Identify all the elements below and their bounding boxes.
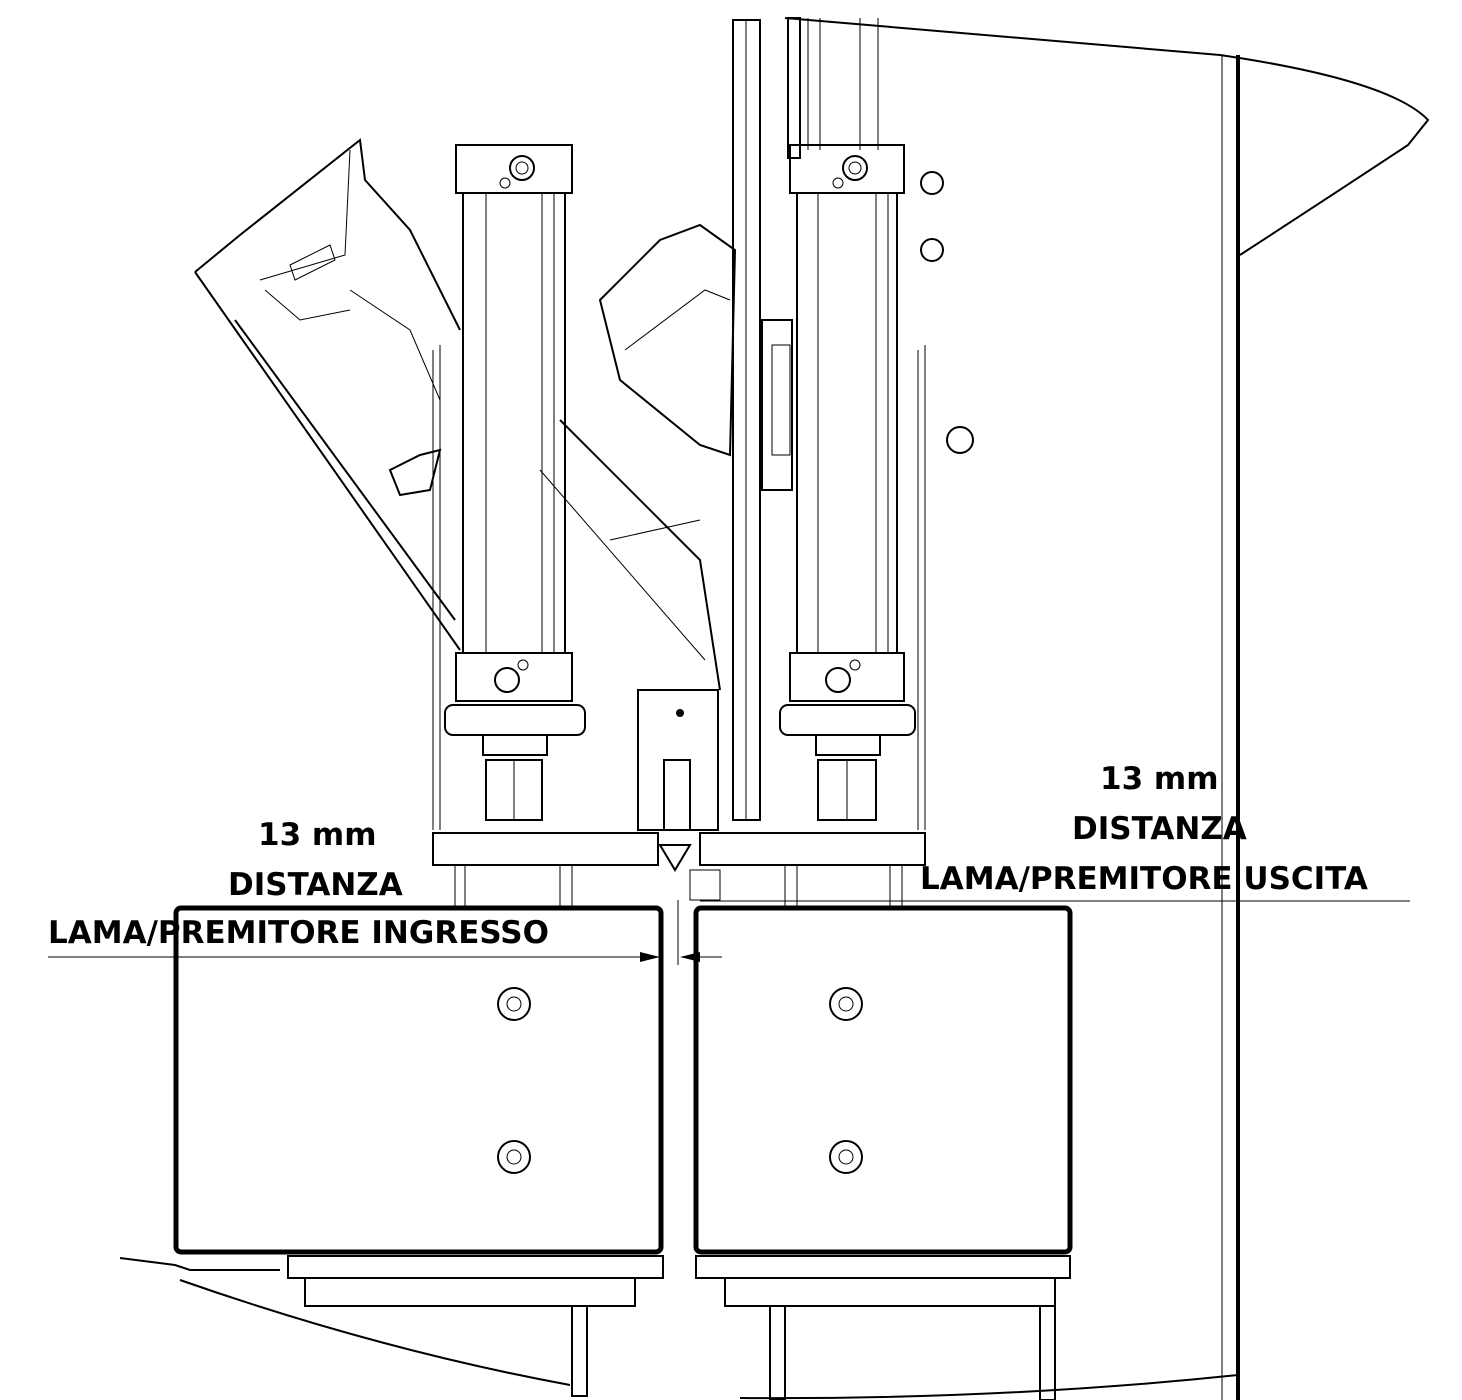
inclined-chute <box>194 138 737 691</box>
base-rails <box>119 1255 1071 1400</box>
blade-assembly <box>637 689 721 901</box>
annotation-left-description: LAMA/PREMITORE INGRESSO <box>48 915 549 951</box>
lower-block-left <box>173 905 664 1255</box>
annotation-right-description: LAMA/PREMITORE USCITA <box>920 861 1368 897</box>
annotation-right-value: 13 mm <box>1100 761 1219 797</box>
annotation-right-title: DISTANZA <box>1072 811 1247 847</box>
housing-right <box>739 17 1430 1400</box>
dimension-left <box>48 900 722 965</box>
central-column <box>732 17 879 821</box>
annotation-left-title: DISTANZA <box>228 867 403 903</box>
annotation-left-value: 13 mm <box>258 817 377 853</box>
cylinder-left <box>432 144 586 830</box>
cylinder-right <box>779 144 926 830</box>
mounting-plate <box>432 832 926 907</box>
lower-block-right <box>693 905 1073 1255</box>
